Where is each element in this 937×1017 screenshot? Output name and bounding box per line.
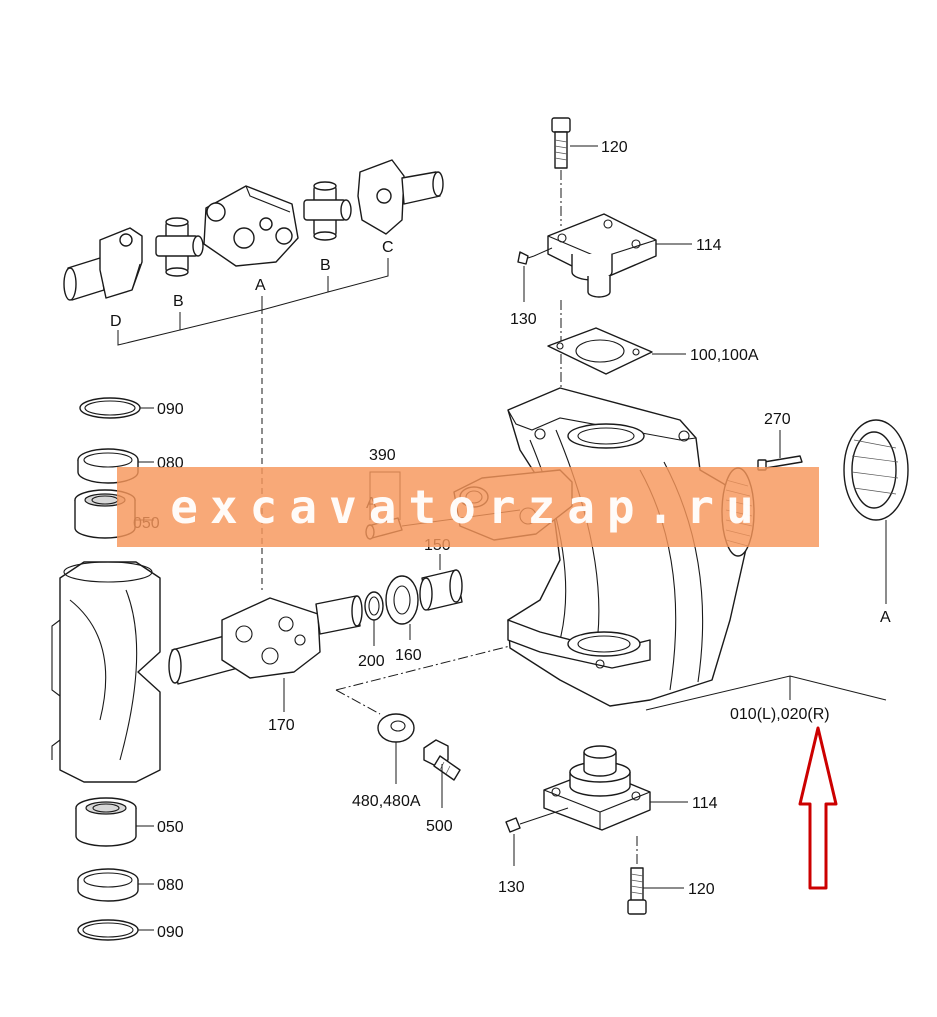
label-joint-a: A [255,277,266,294]
label-080-bottom: 080 [157,877,184,894]
joint-170-assembled [168,595,363,685]
washer-160 [385,575,419,625]
spider-b-left [155,217,204,277]
label-100: 100,100A [690,347,759,364]
label-200: 200 [358,653,385,670]
bolt-500 [423,739,461,781]
label-120-top: 120 [601,139,628,156]
spider-b-right [303,181,352,241]
bearing-050-bottom [75,797,137,847]
yoke-c [357,159,444,235]
label-170: 170 [268,717,295,734]
steering-knuckle-housing [453,387,755,707]
kingpin-cap-114-top [547,213,657,298]
bolt-120-top [551,117,571,169]
label-500: 500 [426,818,453,835]
bolt-120-bottom [627,867,647,915]
left-bearing-stack: 090 080 050 050 [51,397,184,941]
watermark-band [117,467,819,547]
label-480: 480,480A [352,793,421,810]
label-joint-b-left: B [173,293,184,310]
grease-nipple-130-top [517,251,535,265]
label-120-bottom: 120 [688,881,715,898]
label-joint-c: C [382,239,394,256]
snap-ring-200 [364,591,384,621]
washer-480 [377,713,415,743]
watermark-text: excavatorzap.ru [170,480,766,534]
label-joint-d: D [110,313,122,330]
label-010-020: 010(L),020(R) [730,706,830,723]
label-270: 270 [764,411,791,428]
joint-bracket [117,258,389,346]
kingpin-cap-114-bottom [543,745,651,831]
leader-010-020 [645,675,887,711]
bushing-150 [419,569,463,611]
label-130-bottom: 130 [498,879,525,896]
upper-kingpin-group: 120 114 130 100,100A [510,117,759,440]
center-housing-a [203,185,299,267]
gasket-100 [547,327,653,375]
axle-tube-housing [51,561,161,783]
grease-nipple-130-bottom [505,817,521,833]
universal-joint-exploded-group: A B B C D [63,159,444,346]
axis-480 [335,689,381,715]
label-a-right: A [880,609,891,626]
yoke-d [63,227,143,301]
label-050-bottom: 050 [157,819,184,836]
red-arrow-pointer [798,726,838,890]
label-130-top: 130 [510,311,537,328]
label-114-top: 114 [696,237,722,254]
label-114-bottom: 114 [692,795,718,812]
assembly-axis-lower [335,645,511,691]
label-160: 160 [395,647,422,664]
label-090-bottom: 090 [157,924,184,941]
ring-nut-right [843,419,909,521]
label-joint-b-right: B [320,257,331,274]
label-390: 390 [369,447,396,464]
label-090-top: 090 [157,401,184,418]
